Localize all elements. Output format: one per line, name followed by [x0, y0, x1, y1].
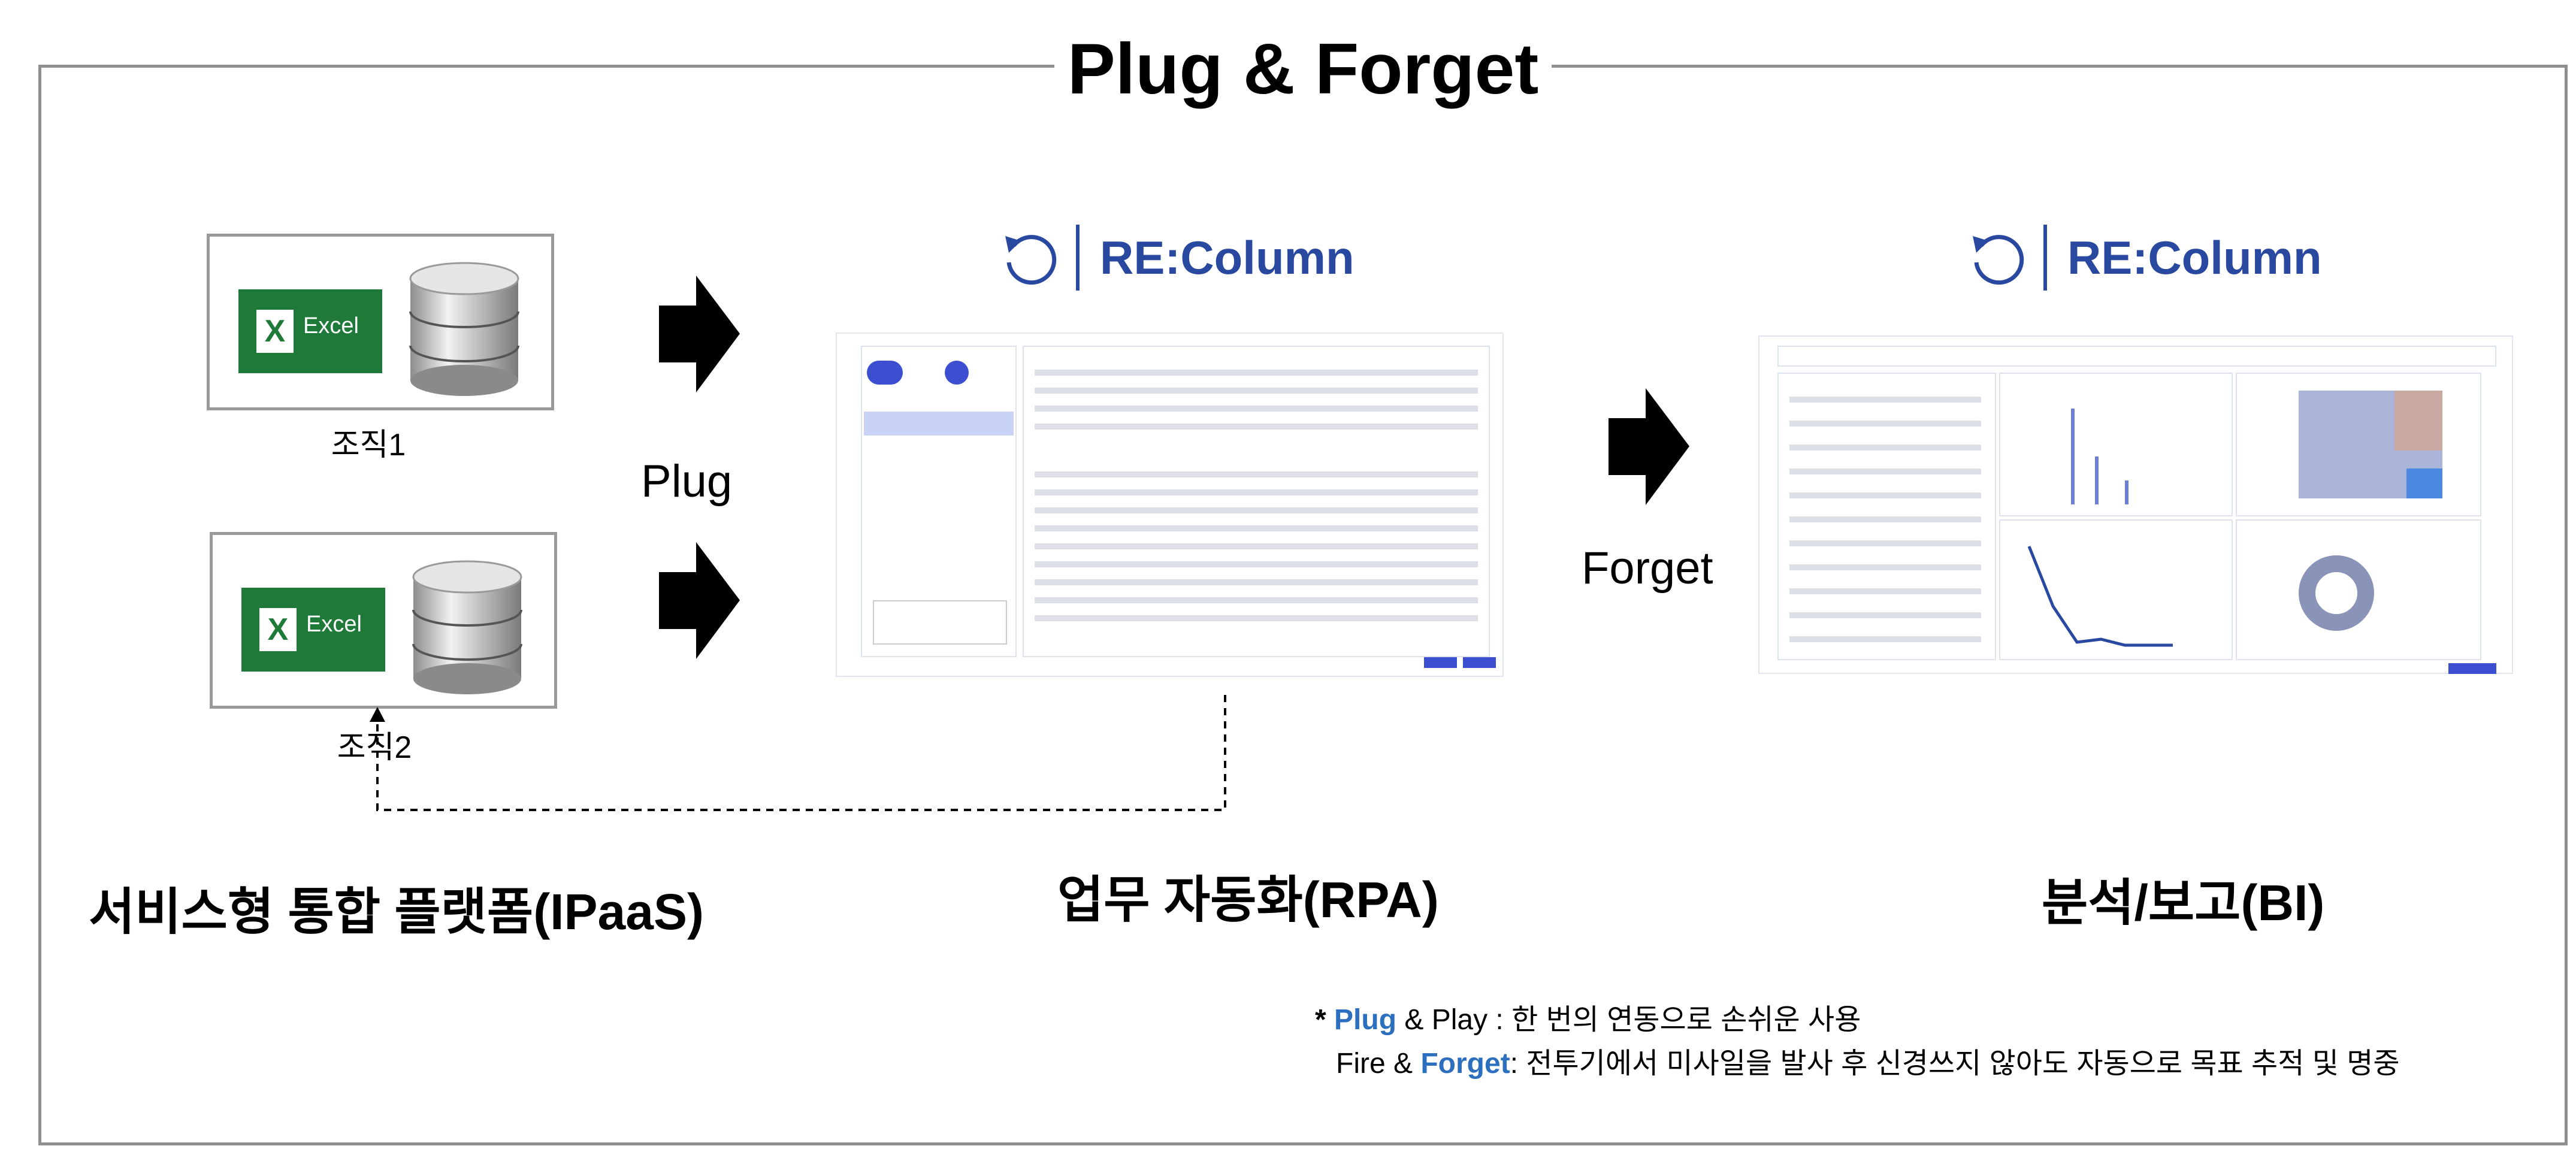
- right-arrow-icon: [1609, 388, 1689, 505]
- diagram-title: Plug & Forget: [1054, 24, 1552, 114]
- org-label-2: 조직2: [337, 730, 412, 765]
- org-label-1: 조직1: [331, 428, 406, 462]
- recolumn-logo-bi: RE:Column: [1968, 222, 2322, 294]
- right-arrow-icon: [659, 276, 740, 392]
- note-fire-and-forget: Fire & Forget: 전투기에서 미사일을 발사 후 신경쓰지 않아도 …: [1336, 1048, 2400, 1080]
- plug-label: Plug: [641, 456, 733, 507]
- refresh-icon: [1973, 235, 2024, 285]
- recolumn-logo-rpa: RE:Column: [1000, 222, 1354, 294]
- section-rpa: 업무 자동화(RPA): [1057, 872, 1439, 928]
- forget-label: Forget: [1582, 543, 1713, 594]
- brand-name: RE:Column: [1100, 231, 1354, 284]
- note-plug-and-play: * Plug & Play : 한 번의 연동으로 손쉬운 사용: [1315, 1004, 1861, 1036]
- brand-name: RE:Column: [2067, 231, 2322, 284]
- right-arrow-icon: [659, 542, 740, 659]
- database-icon: [412, 560, 522, 694]
- dashed-return-arrow: [370, 695, 1226, 811]
- rpa-screenshot: [836, 332, 1504, 677]
- bi-screenshot: [1758, 335, 2513, 674]
- section-ipaas: 서비스형 통합 플랫폼(IPaaS): [89, 884, 704, 940]
- refresh-icon: [1005, 235, 1057, 285]
- section-bi: 분석/보고(BI): [2042, 875, 2325, 931]
- database-icon: [409, 262, 519, 396]
